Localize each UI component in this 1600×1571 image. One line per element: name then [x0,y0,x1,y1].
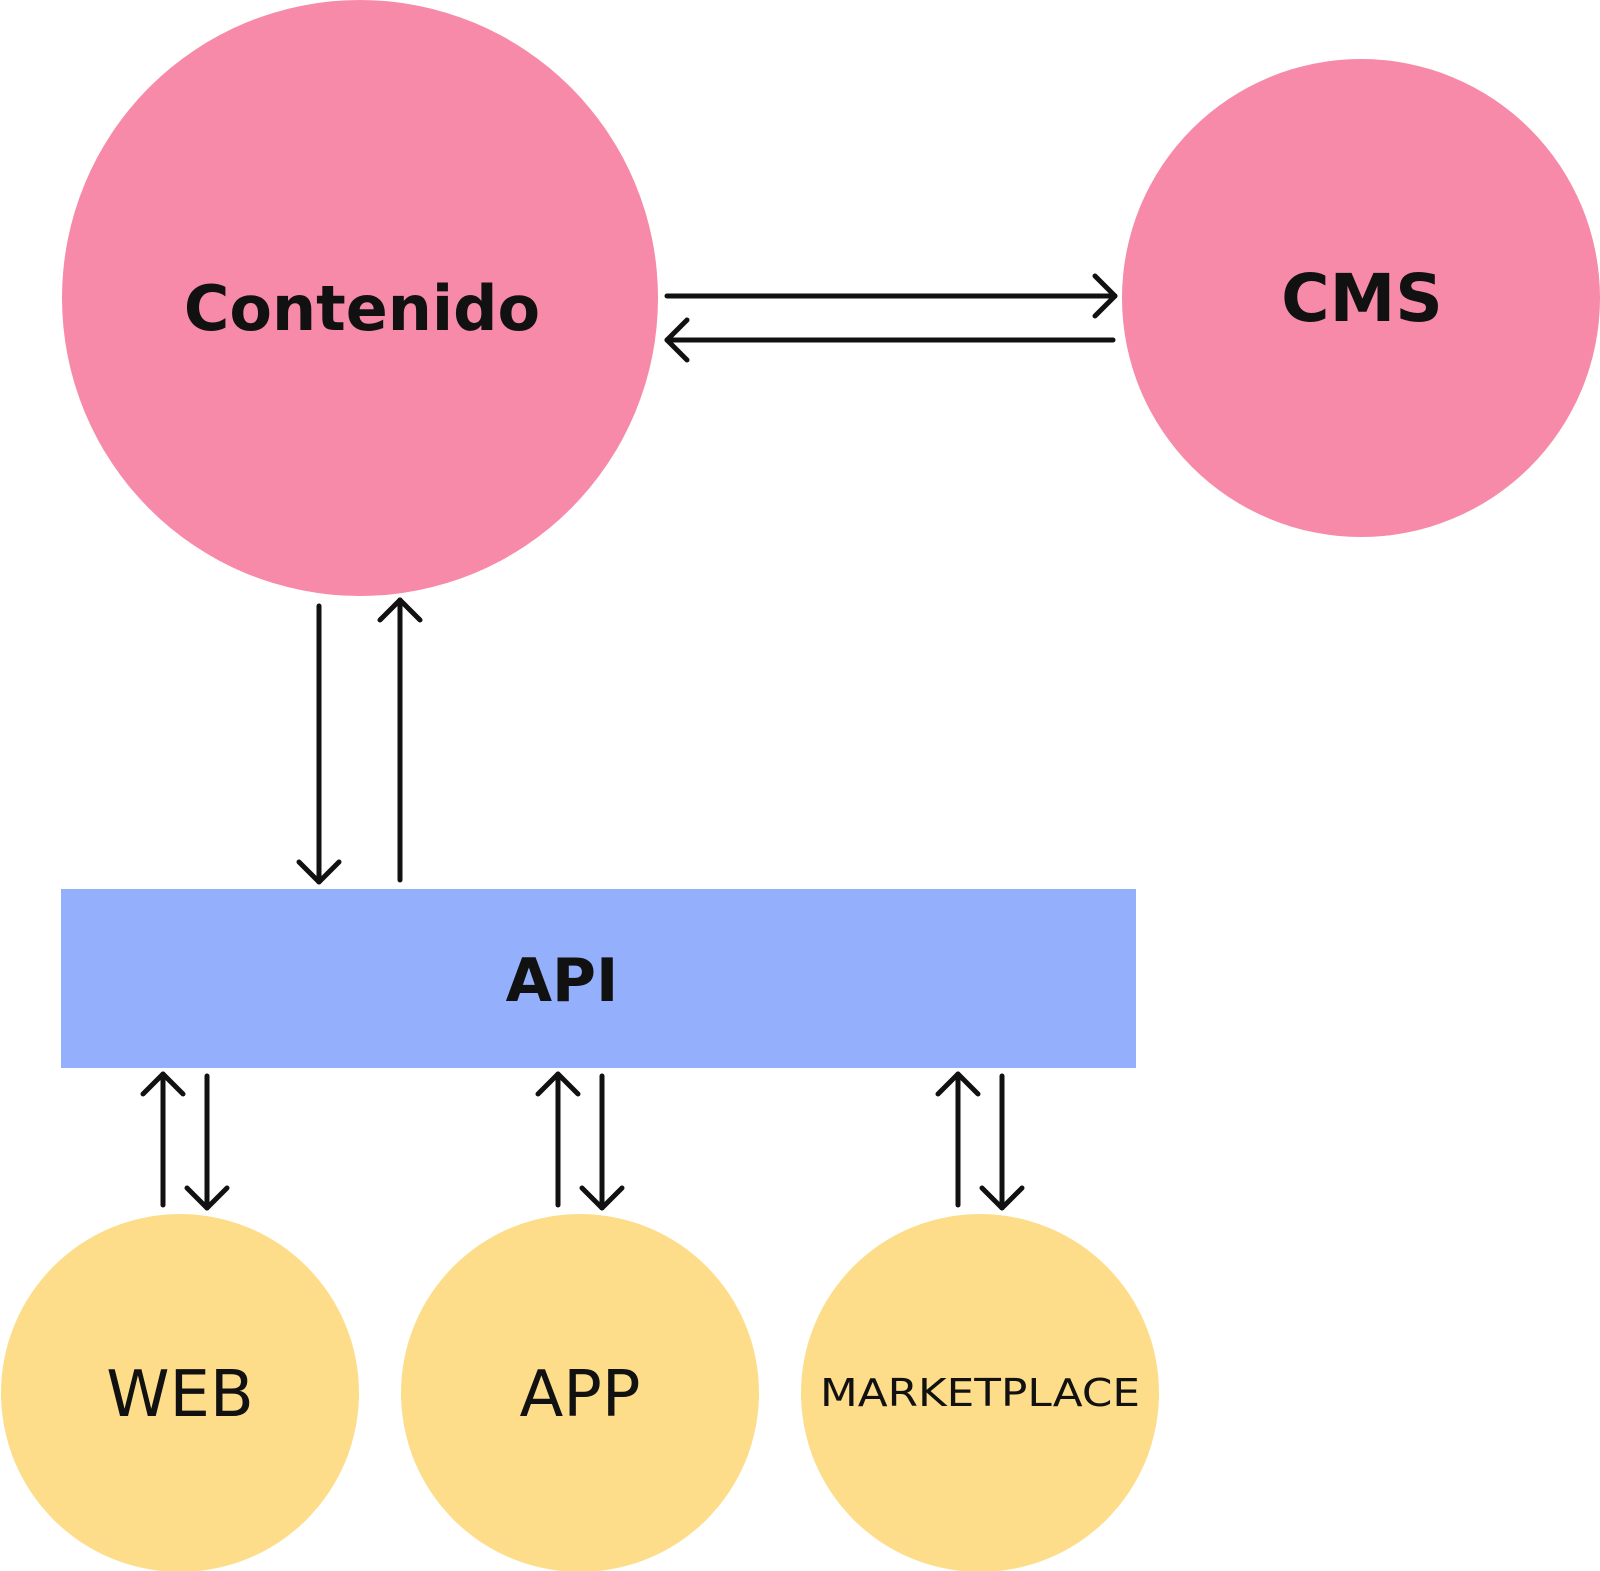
node-marketplace[interactable]: MARKETPLACE [801,1214,1159,1571]
arrow-api-to-contenido [377,597,423,883]
node-app-label: APP [520,1358,641,1432]
node-app[interactable]: APP [401,1214,759,1571]
arrow-api-to-web [184,1073,230,1211]
node-web-label: WEB [106,1358,254,1432]
arrow-contenido-to-cms [664,273,1118,319]
arrow-web-to-api [140,1071,186,1208]
node-api[interactable]: API [61,889,1136,1068]
arrow-contenido-to-api [296,603,342,885]
node-web-circle [1,1214,359,1571]
node-cms-circle [1122,59,1600,537]
node-api-label: API [506,946,619,1016]
node-api-bar [61,889,1136,1068]
arrow-app-to-api [535,1071,581,1208]
arrow-marketplace-to-api [935,1071,981,1208]
node-contenido-label: Contenido [184,272,540,345]
arrow-api-to-marketplace [979,1073,1025,1211]
node-cms-label: CMS [1281,260,1443,337]
node-web[interactable]: WEB [1,1214,359,1571]
node-cms[interactable]: CMS [1122,59,1600,537]
node-contenido-circle [62,0,658,596]
arrow-cms-to-contenido [664,317,1116,363]
arrow-api-to-app [579,1073,625,1211]
node-app-circle [401,1214,759,1571]
node-contenido[interactable]: Contenido [62,0,658,596]
node-marketplace-circle [801,1214,1159,1571]
node-marketplace-label: MARKETPLACE [820,1371,1140,1415]
